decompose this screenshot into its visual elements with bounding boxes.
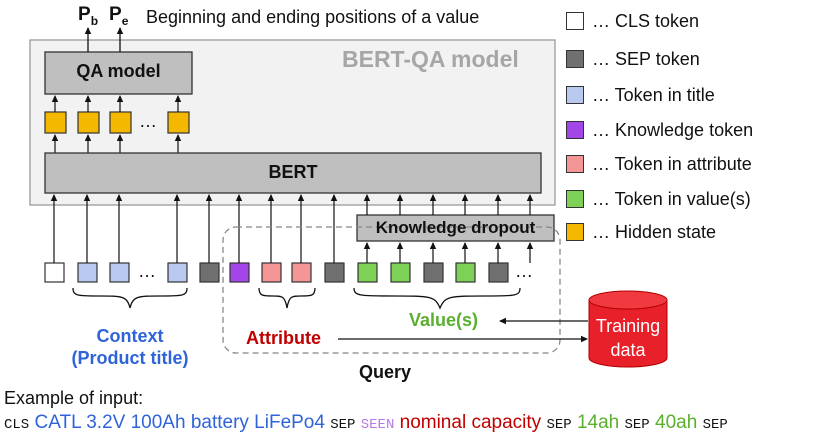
example-sep: SEP <box>546 417 572 433</box>
attribute-label: Attribute <box>246 328 321 348</box>
legend-label: … Token in title <box>592 84 715 105</box>
hidden-states <box>44 111 190 134</box>
example-attribute: nominal capacity <box>399 412 542 433</box>
legend-swatch <box>566 190 584 208</box>
token-arrows <box>50 194 534 263</box>
example-input: CLS CATL 3.2V 100Ah battery LiFePo4 SEP … <box>4 412 728 434</box>
qa-model-box <box>44 51 193 95</box>
output-caption: Beginning and ending positions of a valu… <box>146 7 480 27</box>
context-brace <box>72 287 188 309</box>
attribute-token <box>291 262 312 283</box>
title-token <box>77 262 98 283</box>
attribute-token <box>261 262 282 283</box>
values-label: Value(s) <box>409 310 479 330</box>
context-label: Context <box>96 326 164 346</box>
legend-item-sep: … SEP token <box>566 47 700 71</box>
legend-item-value: … Token in value(s) <box>566 187 751 211</box>
sep-token <box>199 262 220 283</box>
legend-swatch <box>566 50 584 68</box>
example-sep: SEP <box>624 417 650 433</box>
example-cls: CLS <box>4 417 30 433</box>
legend-swatch <box>566 12 584 30</box>
cls-token <box>44 262 65 283</box>
legend-label: … Knowledge token <box>592 119 754 140</box>
legend-swatch <box>566 86 584 104</box>
hidden-ellipsis: … <box>139 111 157 131</box>
hidden-state <box>167 111 190 134</box>
example-seen: SEEN <box>360 417 395 433</box>
bert-qa-model-title: BERT-QA model <box>342 46 519 72</box>
training-label-line2: data <box>610 340 646 360</box>
legend-label: … SEP token <box>592 48 700 69</box>
input-tokens <box>44 262 509 283</box>
example-heading: Example of input: <box>4 388 144 408</box>
hidden-state <box>109 111 132 134</box>
sep-token <box>488 262 509 283</box>
bert-box <box>44 152 542 194</box>
product-title-label: (Product title) <box>71 348 189 368</box>
attribute-brace <box>258 287 316 309</box>
knowledge-dropout-label: Knowledge dropout <box>375 218 536 237</box>
example-value: 14ah <box>576 412 620 433</box>
query-box <box>222 226 561 354</box>
bert-label: BERT <box>268 162 318 182</box>
example-sep: SEP <box>330 417 356 433</box>
title-token <box>109 262 130 283</box>
example-title: CATL 3.2V 100Ah battery LiFePo4 <box>34 412 325 433</box>
legend-item-cls: … CLS token <box>566 9 699 33</box>
knowledge-dropout-box <box>356 214 555 242</box>
training-label-line1: Training <box>595 316 661 336</box>
legend-item-hidden: … Hidden state <box>566 220 716 244</box>
example-value: 40ah <box>655 412 698 433</box>
hidden-state <box>77 111 100 134</box>
legend-swatch <box>566 155 584 173</box>
value-token <box>357 262 378 283</box>
knowledge-token <box>229 262 250 283</box>
training-data-cylinder <box>588 290 668 368</box>
title-token <box>167 262 188 283</box>
legend-swatch <box>566 223 584 241</box>
token-ellipsis-values: … <box>515 261 533 281</box>
legend-item-title: … Token in title <box>566 83 715 107</box>
example-sep: SEP <box>702 417 728 433</box>
legend-label: … CLS token <box>592 10 700 31</box>
legend-item-attribute: … Token in attribute <box>566 152 752 176</box>
token-ellipsis-title: … <box>138 261 156 281</box>
legend-label: … Token in value(s) <box>592 188 751 209</box>
value-token <box>390 262 411 283</box>
pe-label: Pe <box>109 4 129 28</box>
values-brace <box>353 287 521 310</box>
legend-label: … Hidden state <box>592 221 717 242</box>
query-label: Query <box>359 362 412 382</box>
legend-label: … Token in attribute <box>592 153 752 174</box>
hidden-state <box>44 111 67 134</box>
value-token <box>455 262 476 283</box>
pb-label: Pb <box>78 4 99 28</box>
qa-model-label: QA model <box>76 61 161 81</box>
legend-item-knowledge: … Knowledge token <box>566 118 753 142</box>
legend-swatch <box>566 121 584 139</box>
sep-token <box>423 262 444 283</box>
sep-token <box>324 262 345 283</box>
